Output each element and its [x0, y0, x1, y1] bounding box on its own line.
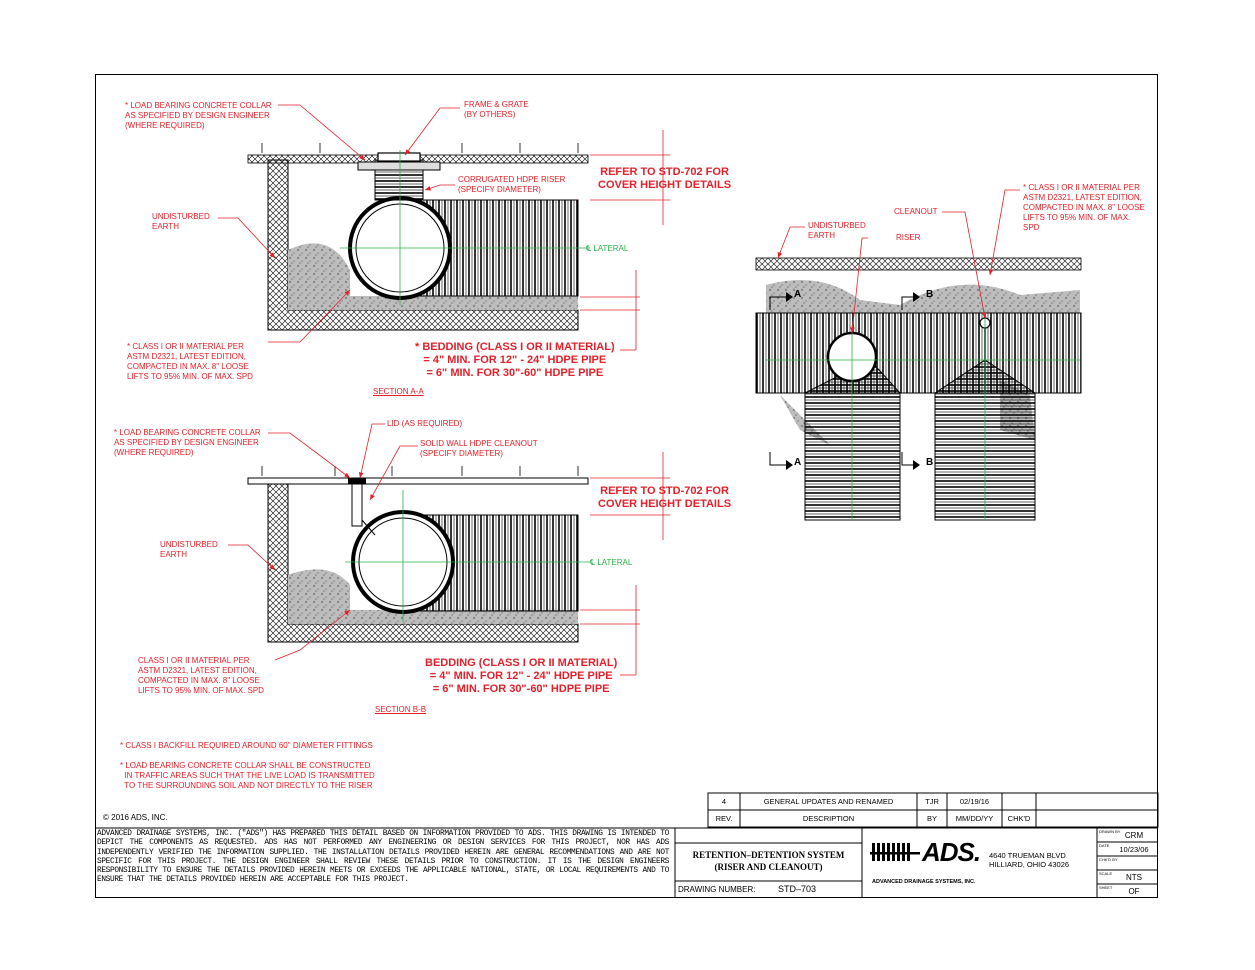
checked-label: CHK'D BY: [1099, 857, 1118, 862]
revision-header-description: DESCRIPTION: [802, 814, 855, 823]
revision-header-date: MM/DD/YY: [955, 814, 994, 823]
section-b-earth-note: UNDISTURBED EARTH: [160, 540, 218, 559]
drawing-title-line1: RETENTION–DETENTION SYSTEM: [692, 850, 845, 860]
section-a-title: SECTION A-A: [373, 387, 424, 396]
ads-logo-mark: [870, 843, 920, 861]
general-note-2: * LOAD BEARING CONCRETE COLLAR SHALL BE …: [120, 761, 375, 790]
section-b-material-note: CLASS I OR II MATERIAL PER ASTM D2321, L…: [138, 656, 264, 695]
copyright: © 2016 ADS, INC.: [103, 813, 168, 822]
plan-riser-label: RISER: [896, 233, 921, 242]
section-b-collar-note: * LOAD BEARING CONCRETE COLLAR AS SPECIF…: [114, 428, 261, 457]
date-label: DATE: [1099, 843, 1110, 848]
plan-material-note: * CLASS I OR II MATERIAL PER ASTM D2321,…: [1023, 183, 1145, 232]
plan-cut-a-top: A: [794, 289, 802, 300]
revision-number: 4: [721, 797, 727, 806]
revision-description: GENERAL UPDATES AND RENAMED: [763, 797, 894, 806]
section-b-cover-note: REFER TO STD-702 FOR COVER HEIGHT DETAIL…: [598, 485, 732, 510]
section-a-cover-note: REFER TO STD-702 FOR COVER HEIGHT DETAIL…: [598, 166, 732, 191]
drawn-by-value: CRM: [1124, 831, 1144, 840]
drawing-sheet: [95, 74, 1158, 898]
section-a-frame-note: FRAME & GRATE (BY OTHERS): [464, 100, 529, 119]
plan-view-drawing: [755, 189, 1082, 521]
section-a-bedding-note: * BEDDING (CLASS I OR II MATERIAL) = 4" …: [415, 341, 615, 379]
sheet-label: SHEET: [1099, 885, 1113, 890]
ads-logo-text: ADS.: [922, 837, 981, 867]
drawing-number-label: DRAWING NUMBER:: [678, 885, 756, 894]
section-b-lateral-label: ℄ LATERAL: [590, 558, 633, 567]
plan-cut-b-top: B: [926, 289, 934, 300]
section-a-collar-note: * LOAD BEARING CONCRETE COLLAR AS SPECIF…: [125, 101, 272, 130]
revision-date: 02/19/16: [959, 797, 990, 806]
sheet-value: OF: [1128, 887, 1140, 896]
section-a-riser-note: CORRUGATED HDPE RISER (SPECIFY DIAMETER): [458, 175, 566, 194]
revision-header-by: BY: [926, 814, 937, 823]
section-b-bedding-note: BEDDING (CLASS I OR II MATERIAL) = 4" MI…: [425, 657, 618, 695]
section-a-lateral-label: ℄ LATERAL: [586, 244, 629, 253]
company-name: ADVANCED DRAINAGE SYSTEMS, INC.: [872, 879, 976, 885]
revision-header-checked: CHK'D: [1007, 814, 1031, 823]
section-b-lid-note: LID (AS REQUIRED): [387, 419, 463, 428]
disclaimer-text: ADVANCED DRAINAGE SYSTEMS, INC. ("ADS") …: [97, 830, 669, 885]
section-b-drawing: [228, 423, 670, 676]
title-block-lines: [95, 792, 1159, 898]
date-value: 10/23/06: [1119, 845, 1149, 854]
revision-by: TJR: [925, 797, 939, 806]
drawing-title-line2: (RISER AND CLEANOUT): [714, 862, 823, 872]
section-a-drawing: [218, 104, 670, 351]
scale-value: NTS: [1126, 873, 1142, 882]
plan-cut-a-bottom: A: [794, 457, 802, 468]
drawn-by-label: DRAWN BY: [1099, 829, 1121, 834]
section-b-title: SECTION B-B: [375, 705, 427, 714]
revision-header-rev: REV.: [715, 814, 733, 823]
scale-label: SCALE: [1099, 871, 1113, 876]
plan-cut-b-bottom: B: [926, 457, 934, 468]
general-note-1: * CLASS I BACKFILL REQUIRED AROUND 60" D…: [120, 741, 373, 750]
drawing-number: STD–703: [778, 884, 817, 894]
section-b-cleanout-note: SOLID WALL HDPE CLEANOUT (SPECIFY DIAMET…: [420, 439, 538, 458]
plan-cleanout-label: CLEANOUT: [894, 207, 938, 216]
section-a-material-note: * CLASS I OR II MATERIAL PER ASTM D2321,…: [127, 342, 253, 381]
address-line2: HILLIARD, OHIO 43026: [989, 860, 1070, 869]
plan-earth-note: UNDISTURBED EARTH: [808, 221, 866, 240]
address-line1: 4640 TRUEMAN BLVD: [989, 851, 1066, 860]
section-a-earth-note: UNDISTURBED EARTH: [152, 212, 210, 231]
